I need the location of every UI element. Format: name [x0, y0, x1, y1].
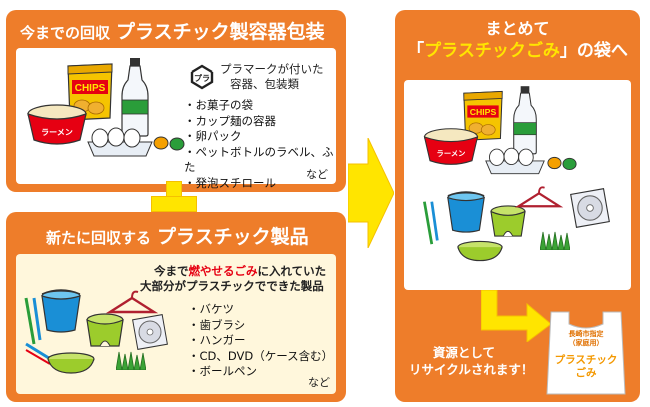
cd-case-icon [132, 314, 168, 350]
bottle-caps-icon [153, 136, 185, 151]
hanger-icon [106, 290, 158, 314]
egg-carton-icon [485, 147, 545, 175]
green-stool-icon [86, 313, 124, 347]
recycle-message: 資源として リサイクルされます！ [409, 345, 534, 377]
designated-garbage-bag: 長崎市指定 （家庭用） プラスチック ごみ [543, 304, 629, 398]
chips-bag-icon: CHIPS [67, 63, 113, 121]
chips-label: CHIPS [470, 107, 497, 117]
new-items-list: バケツ 歯ブラシ ハンガー CD、DVD（ケース含む） ボールペン [188, 302, 334, 380]
basin-icon [47, 352, 95, 374]
new-collection-intro: 今まで燃やせるごみに入れていた 大部分がプラスチックでできた製品 [140, 264, 327, 293]
pla-mark-text: プラ [194, 73, 210, 83]
chips-label: CHIPS [75, 83, 106, 94]
current-collection-content: CHIPS ラーメン [16, 48, 336, 190]
green-stool-icon [490, 205, 526, 237]
garbage-bag-icon [546, 311, 626, 395]
list-item: ボールペン [188, 364, 333, 380]
etc-label: など [308, 376, 330, 389]
ramen-cup-icon: ラーメン [27, 104, 87, 145]
bottle-caps-icon [547, 156, 577, 171]
list-item: ペットボトルのラベル、ふた [184, 145, 336, 176]
etc-label: など [306, 168, 328, 181]
list-item: カップ麺の容器 [184, 114, 336, 130]
list-item: CD、DVD（ケース含む） [188, 349, 334, 365]
ramen-cup-icon: ラーメン [423, 128, 479, 165]
current-items-list: お菓子の袋 カップ麺の容器 卵パック ペットボトルのラベル、ふた 発泡スチロール [184, 98, 336, 191]
hanger-icon [514, 186, 564, 208]
bucket-icon [447, 191, 485, 233]
pet-bottle-icon [513, 86, 537, 155]
pla-mark-icon: プラ [190, 64, 214, 90]
ramen-label: ラーメン [437, 149, 466, 158]
list-item: 卵パック [184, 129, 336, 145]
basin-icon [457, 240, 503, 262]
new-collection-panel: 新たに回収するプラスチック製品 今まで燃やせるごみに入れていた 大部分がプラスチ… [6, 212, 346, 402]
plus-icon-horizontal [151, 196, 197, 212]
arrow-right-icon [348, 138, 394, 248]
list-item: ハンガー [188, 333, 333, 349]
combined-bag-panel: まとめて 「プラスチックごみ」の袋へ CHIPS ラーメン [395, 10, 640, 402]
chips-bag-icon: CHIPS [463, 90, 503, 141]
egg-carton-icon [87, 127, 153, 157]
bag-designation: 長崎市指定 （家庭用） [568, 330, 604, 347]
pet-bottle-icon [121, 58, 149, 137]
list-item: バケツ [188, 302, 333, 318]
combined-bag-title: まとめて 「プラスチックごみ」の袋へ [407, 19, 628, 61]
list-item: お菓子の袋 [184, 98, 336, 114]
bag-label: プラスチック ごみ [554, 354, 618, 379]
new-collection-title: 新たに回収するプラスチック製品 [46, 226, 309, 248]
grass-separator-icon [116, 351, 146, 370]
new-collection-content: 今まで燃やせるごみに入れていた 大部分がプラスチックでできた製品 [16, 254, 336, 394]
toothbrush-icon [24, 297, 42, 345]
current-collection-title: 今までの回収プラスチック製容器包装 [20, 21, 325, 43]
grass-separator-icon [540, 231, 570, 250]
pla-mark-caption: プラマークが付いた 容器、包装類 [220, 62, 324, 91]
toothbrush-icon [423, 201, 439, 245]
current-collection-panel: 今までの回収プラスチック製容器包装 CHIPS ラーメン [6, 10, 346, 192]
arrow-to-bag-icon [481, 290, 551, 342]
list-item: 発泡スチロール [184, 176, 336, 192]
ramen-label: ラーメン [41, 128, 73, 137]
list-item: 歯ブラシ [188, 318, 333, 334]
cd-case-icon [570, 188, 610, 228]
bucket-icon [41, 289, 81, 333]
combined-items-content: CHIPS ラーメン [404, 80, 631, 290]
ballpoint-pen-icon [25, 342, 53, 365]
